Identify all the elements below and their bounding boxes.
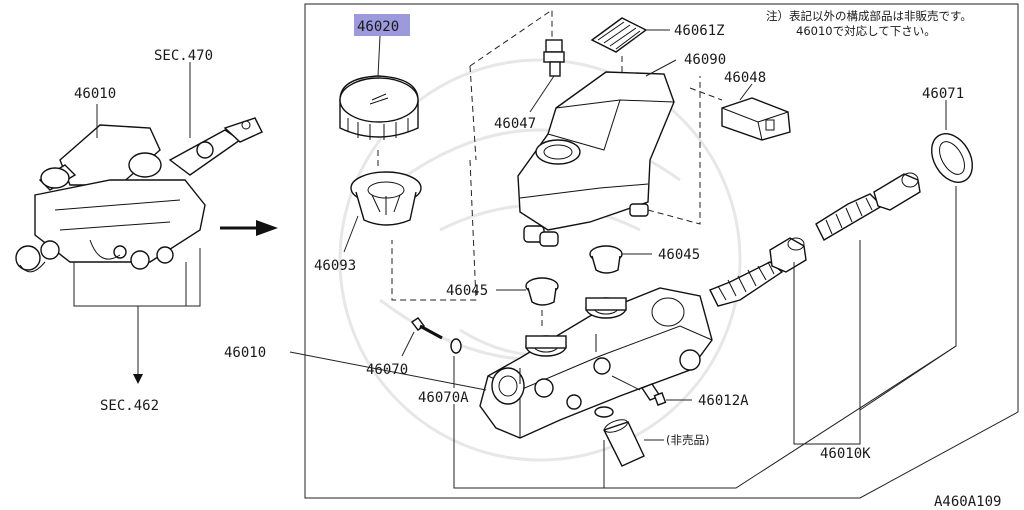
left-leaders	[73, 62, 201, 384]
not-sold-label: (非売品)	[666, 433, 709, 447]
strainer	[350, 171, 422, 226]
booster-assembly-illustration	[15, 117, 263, 273]
cap-label: 46020	[357, 19, 399, 35]
piston-kit-parts	[709, 172, 921, 307]
seal-ring-label: 46071	[922, 86, 964, 102]
filter-label-label: 46061Z	[674, 23, 725, 39]
connector	[721, 97, 791, 141]
grommet-lower-label: 46045	[446, 283, 488, 299]
strainer-label: 46093	[314, 258, 356, 274]
pin	[410, 317, 443, 340]
washer	[450, 338, 462, 354]
pointer-arrow-icon	[220, 220, 278, 236]
plug	[640, 383, 667, 406]
connector-label: 46048	[724, 70, 766, 86]
reservoir-cap	[339, 75, 419, 140]
washer-label: 46070A	[418, 390, 469, 406]
plug-label: 46012A	[698, 393, 749, 409]
grommet-upper-label: 46045	[658, 247, 700, 263]
assy-main-label: 46010	[224, 345, 266, 361]
reservoir-label: 46090	[684, 52, 726, 68]
diagram-code: A460A109	[934, 494, 1001, 510]
sec470-label: SEC.470	[154, 48, 213, 64]
assy-left-label: 46010	[74, 86, 116, 102]
non-sale-part	[594, 406, 645, 467]
seal-ring	[931, 133, 973, 183]
grommet-upper	[589, 245, 623, 274]
note-line-2: 46010で対応して下さい。	[796, 24, 936, 38]
grommet-lower	[525, 277, 559, 306]
detail-frame	[304, 3, 1019, 499]
note-line-1: 注）表記以外の構成部品は非販売です。	[766, 9, 972, 23]
reservoir-bolt-label: 46047	[494, 116, 536, 132]
piston-kit-label: 46010K	[820, 446, 871, 462]
cap-guide	[391, 9, 553, 301]
highlight-box	[354, 14, 410, 36]
reservoir-bolt	[543, 39, 565, 77]
sec462-label: SEC.462	[100, 398, 159, 414]
reservoir-tank	[517, 71, 675, 247]
filter-label-part	[590, 17, 648, 53]
master-cylinder-body	[479, 287, 713, 439]
pin-label: 46070	[366, 362, 408, 378]
